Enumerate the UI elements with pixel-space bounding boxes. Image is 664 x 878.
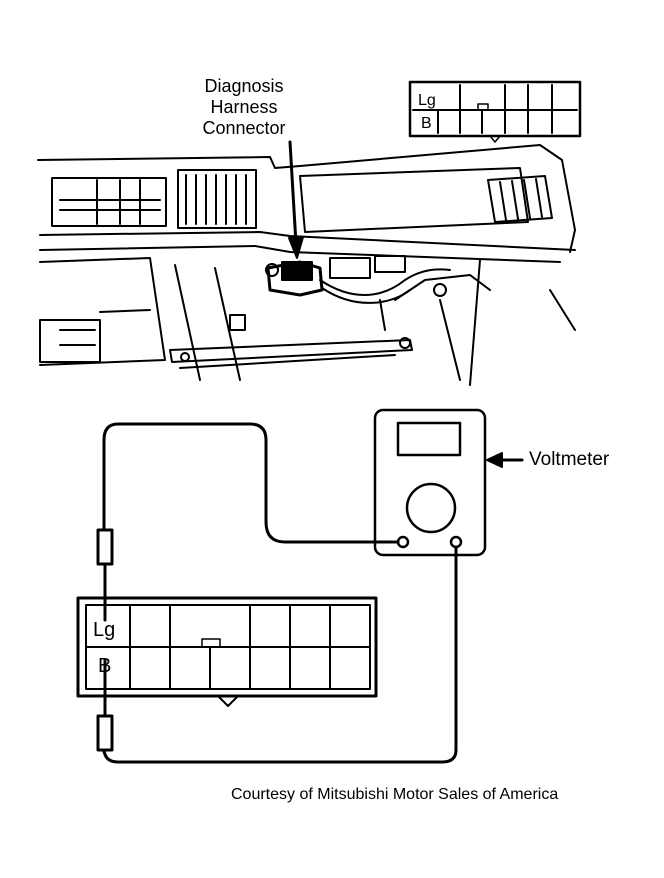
callout-line-1: Diagnosis xyxy=(204,76,284,96)
connector-inset: Lg B xyxy=(408,80,582,143)
voltmeter-callout: Voltmeter xyxy=(529,449,610,470)
dashboard-illustration xyxy=(37,144,576,386)
connector-pointer-arrow xyxy=(288,140,304,259)
callout-line-2: Harness xyxy=(210,97,278,117)
inset-label-b: B xyxy=(421,115,432,132)
probe-bottom xyxy=(96,714,114,752)
large-connector: Lg B xyxy=(76,596,378,707)
connector-label-b: B xyxy=(98,655,111,677)
voltmeter-pointer-arrow xyxy=(486,452,524,468)
callout-line-3: Connector xyxy=(202,118,286,138)
diagnosis-harness-connector-callout: Diagnosis Harness Connector xyxy=(184,77,304,140)
credit-line: Courtesy of Mitsubishi Motor Sales of Am… xyxy=(231,786,559,803)
test-leads xyxy=(96,422,458,764)
connector-label-lg: Lg xyxy=(93,619,115,641)
voltmeter-display xyxy=(396,421,462,457)
inset-label-lg: Lg xyxy=(418,92,436,109)
probe-top xyxy=(96,528,114,566)
voltmeter-dial xyxy=(405,482,457,534)
voltmeter xyxy=(373,408,487,557)
